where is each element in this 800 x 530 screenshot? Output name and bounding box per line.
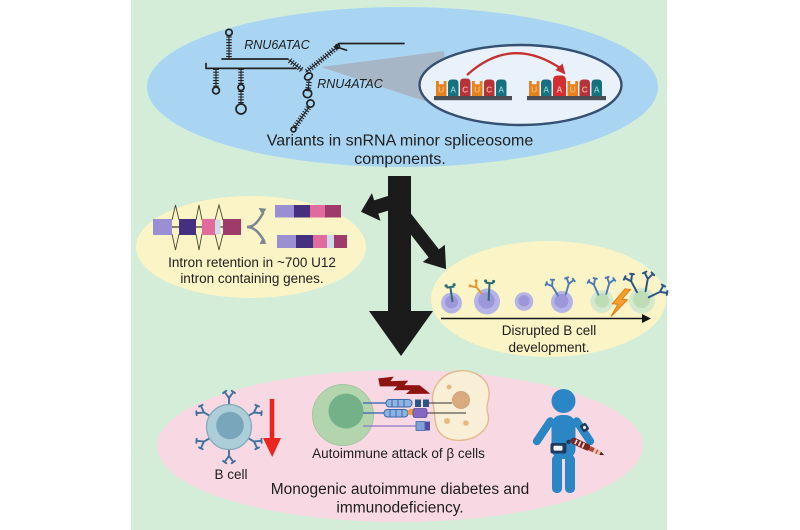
nucleotide-block	[529, 81, 540, 97]
nucleotide-letter: U	[474, 84, 480, 94]
tcr-synapse-row1	[363, 399, 452, 408]
nucleotide-letter: U	[438, 84, 444, 94]
snrna-structure	[205, 28, 405, 133]
mutation-arrow	[466, 52, 566, 76]
antibody-icon	[622, 272, 638, 294]
dev-cell-4	[544, 276, 576, 313]
bcell-decrease-arrow	[263, 399, 281, 457]
splicing-bowties	[171, 203, 224, 251]
nucleotide-block	[496, 79, 507, 97]
mrna-product-retained	[277, 235, 347, 248]
intron-caption-line2: intron containing genes.	[180, 271, 323, 286]
nucleotide-letter: U	[570, 84, 576, 94]
person-head	[551, 389, 576, 413]
nucleotide-letter: U	[531, 84, 537, 94]
antigen-dot	[407, 408, 415, 416]
panel-bdev-ellipse	[431, 241, 666, 357]
nucleotide-letter: A	[594, 84, 600, 94]
nucleotide-block	[460, 78, 471, 97]
dev-cell-1	[441, 283, 462, 314]
dev-cell-2	[468, 279, 500, 315]
person-with-diabetes-devices	[532, 389, 605, 493]
rnu6atac-label: RNU6ATAC	[244, 38, 310, 52]
antibody-icon	[586, 277, 600, 296]
nucleotide-letter: C	[462, 84, 468, 94]
antibody-icon	[641, 270, 656, 293]
intron-caption-line1: Intron retention in ~700 U12	[168, 255, 336, 270]
dev-cell-6	[622, 270, 669, 314]
person-left-arm	[532, 417, 555, 446]
intron-retention-diagram	[153, 203, 347, 251]
variants-caption-line2: components.	[354, 151, 446, 168]
outcome-caption-line1: Monogenic autoimmune diabetes and	[271, 481, 530, 498]
panel-outcome-ellipse	[157, 370, 643, 522]
nucleotide-block	[567, 81, 578, 97]
insulin-pen	[571, 437, 605, 456]
nucleotide-block	[591, 79, 602, 97]
insulin-pump	[550, 437, 574, 454]
nucleotide-block	[484, 79, 495, 97]
antibody-icon	[604, 275, 617, 295]
nucleotide-block	[448, 79, 459, 97]
tcr-synapse-row3	[363, 421, 430, 431]
orange-receptor-icon	[468, 279, 483, 295]
attack-label: Autoimmune attack of β cells	[312, 446, 485, 461]
t-cell-nucleus	[328, 393, 364, 429]
pre-mrna-exons	[153, 219, 241, 235]
nucleotide-letter: A	[450, 84, 456, 94]
tcr-synapse-row2	[363, 408, 466, 418]
lightning-icon	[610, 288, 632, 317]
bcell-label: B cell	[214, 467, 247, 482]
sequence-baseline-right	[527, 96, 606, 101]
autoimmune-attack-scene	[312, 370, 490, 446]
nucleotide-block	[579, 79, 590, 97]
nucleotide-letter: A	[556, 84, 562, 94]
mutation-callout-ellipse	[418, 43, 623, 127]
beta-cell	[431, 370, 490, 442]
dev-cell-5	[586, 275, 617, 313]
sequence-baseline-left	[434, 96, 512, 101]
development-axis-arrow	[441, 314, 651, 323]
dev-cell-3	[514, 292, 534, 311]
flow-arrow	[360, 176, 447, 356]
nucleotide-block	[541, 79, 552, 97]
nucleotide-block	[472, 81, 483, 97]
bdev-caption-line2: development.	[508, 340, 589, 355]
person-right-leg	[565, 455, 575, 493]
cgm-sensor	[580, 423, 589, 432]
nucleotide-letter: A	[543, 84, 549, 94]
rnu4atac-label: RNU4ATAC	[317, 77, 383, 91]
antibody-icon	[647, 283, 669, 299]
person-left-leg	[552, 455, 562, 493]
pre-bcr-receptor-icon	[484, 279, 496, 302]
nucleotide-block	[553, 75, 566, 97]
antibody-icon	[564, 276, 576, 296]
nucleotide-letter: A	[498, 84, 504, 94]
bcell-icon	[195, 389, 263, 465]
nucleotide-letter: C	[486, 84, 492, 94]
outcome-caption-line2: immunodeficiency.	[336, 500, 463, 517]
bdev-caption-line1: Disrupted B cell	[502, 323, 597, 338]
splice-branch-arrow	[246, 207, 267, 245]
variants-caption-line1: Variants in snRNA minor spliceosome	[267, 133, 534, 150]
mrna-product-spliced	[275, 205, 341, 218]
zoom-wedge	[321, 51, 449, 109]
bcell-development-row	[441, 270, 669, 323]
attack-bolt-icon	[378, 376, 431, 394]
antibody-icon	[544, 278, 559, 297]
nucleotide-block	[436, 81, 447, 97]
nucleotide-letter: C	[582, 84, 588, 94]
pre-bcr-receptor-icon	[444, 283, 456, 303]
